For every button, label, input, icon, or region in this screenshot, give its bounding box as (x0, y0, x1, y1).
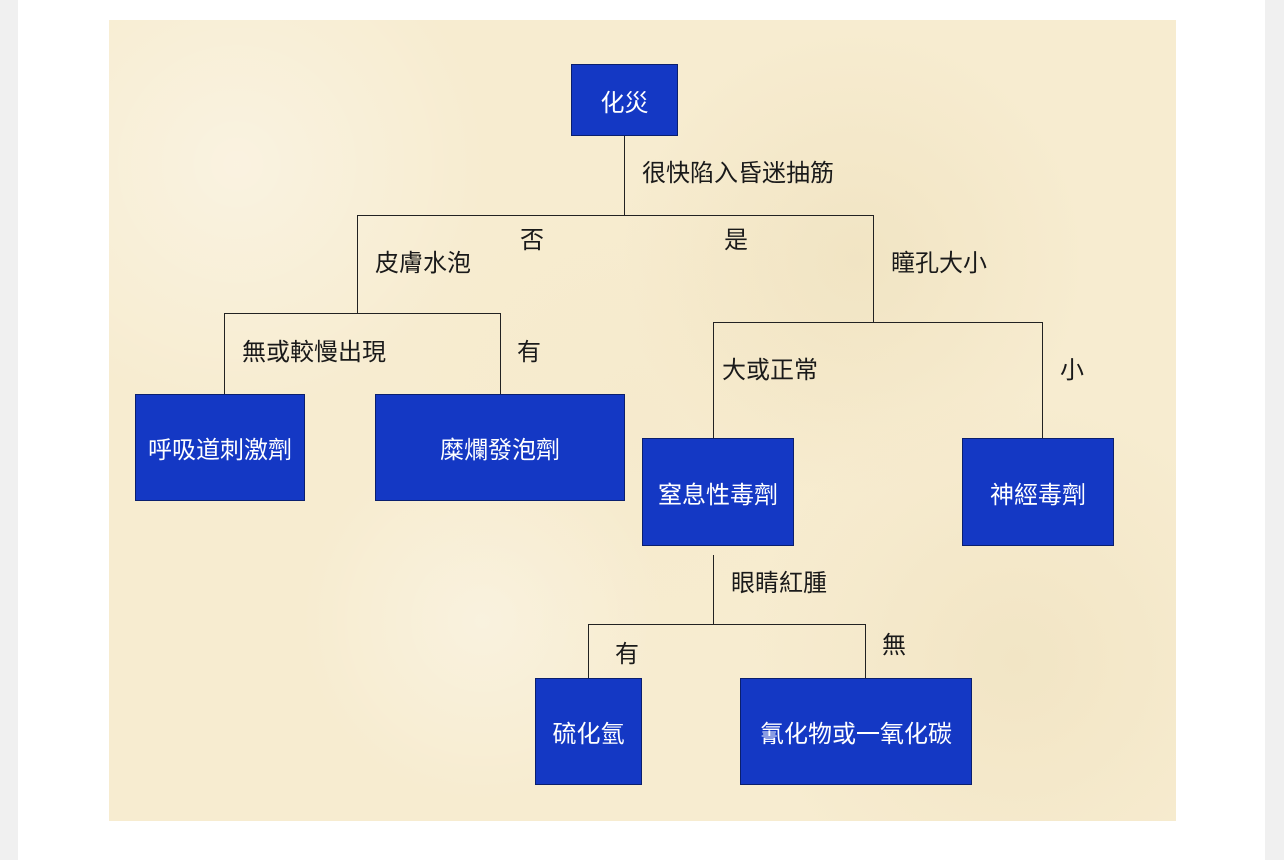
label-small: 小 (1060, 356, 1084, 384)
label-has-blister: 有 (517, 338, 541, 366)
label-eyes-no: 無 (882, 631, 906, 659)
connector-right-branch (873, 215, 874, 323)
label-question-coma: 很快陷入昏迷抽筋 (642, 159, 834, 187)
label-eyes-yes: 有 (615, 640, 639, 668)
connector-eyes-bar (588, 624, 866, 625)
node-blister-agent: 糜爛發泡劑 (375, 394, 625, 501)
connector-level1-bar (357, 215, 874, 216)
connector-left-branch (357, 215, 358, 314)
node-hydrogen-sulfide: 硫化氫 (535, 678, 642, 785)
label-question-eyes: 眼睛紅腫 (731, 569, 827, 597)
label-large-or-normal: 大或正常 (722, 356, 818, 384)
connector-right-bar (713, 322, 1043, 323)
node-nerve-agent: 神經毒劑 (962, 438, 1114, 546)
label-none-or-slow: 無或較慢出現 (242, 338, 386, 366)
label-question-pupil: 瞳孔大小 (891, 249, 987, 277)
connector-to-h2s (588, 624, 589, 678)
connector-root-down (624, 135, 625, 216)
decision-tree-slide: 化災 呼吸道刺激劑 糜爛發泡劑 窒息性毒劑 神經毒劑 硫化氫 氰化物或一氧化碳 … (109, 20, 1176, 821)
label-question-blister: 皮膚水泡 (375, 249, 471, 277)
connector-left-bar (224, 313, 501, 314)
connector-to-nerve (1042, 322, 1043, 438)
node-asphyxiant: 窒息性毒劑 (642, 438, 794, 546)
node-cyanide-co: 氰化物或一氧化碳 (740, 678, 972, 785)
connector-to-respiratory (224, 313, 225, 394)
connector-asphyxiant-down (713, 555, 714, 625)
node-respiratory-irritant: 呼吸道刺激劑 (135, 394, 305, 501)
connector-to-asphyxiant (713, 322, 714, 438)
connector-to-blister (500, 313, 501, 394)
connector-to-cyanide (865, 624, 866, 678)
node-root: 化災 (571, 64, 678, 136)
label-no: 否 (520, 226, 544, 254)
label-yes: 是 (724, 226, 748, 254)
